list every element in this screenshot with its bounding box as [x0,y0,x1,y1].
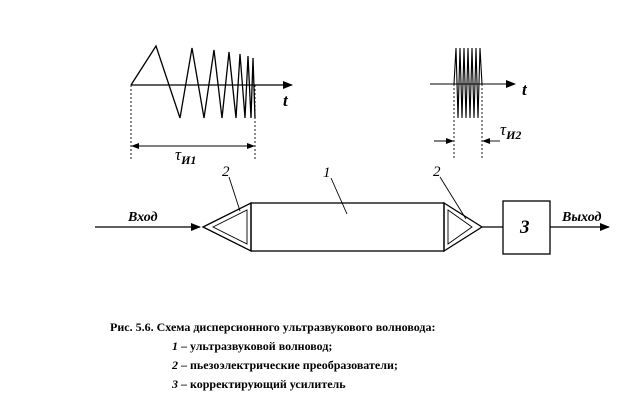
t-axis-label-left: t [283,91,289,110]
t-axis-label-right: t [522,80,528,99]
tau-1-label: τИ1 [175,145,196,167]
leader-label-2-left [228,176,241,212]
caption-item-3-text: – корректирующий усилитель [178,377,346,391]
caption-title: Рис. 5.6. Схема дисперсионного ультразву… [110,320,436,334]
ultrasonic-waveguide [250,202,445,252]
input-signal-group [130,44,293,160]
caption-item-3: 3 – корректирующий усилитель [110,375,610,394]
waveguide-device [95,176,610,255]
tau-1-symbol: τ [175,145,182,164]
caption-item-2: 2 – пьезоэлектрические преобразователи; [110,356,610,375]
label-1: 1 [323,165,331,181]
transducer-right [443,201,484,253]
compressed-waveform-right [453,47,483,119]
tau-2-symbol: τ [500,120,507,139]
label-2-left: 2 [222,164,230,180]
caption-item-3-num: 3 [172,377,178,391]
figure-caption: Рис. 5.6. Схема дисперсионного ультразву… [110,318,610,394]
leader-label-2-right [439,176,467,220]
output-label: Выход [561,210,602,225]
caption-item-2-num: 2 [172,358,178,372]
leader-label-1 [330,177,348,215]
transducer-left-inner [211,209,248,245]
label-2-right: 2 [433,164,441,180]
transducer-right-inner [447,209,473,245]
tau-2-label: τИ2 [500,120,521,142]
caption-item-1-num: 1 [172,339,178,353]
transducer-left [201,201,252,253]
tau-2-subscript: И2 [505,128,521,142]
label-3: 3 [519,217,530,238]
output-signal-group [430,47,516,160]
tau-1-subscript: И1 [180,153,196,167]
input-label: Вход [127,210,158,225]
caption-item-2-text: – пьезоэлектрические преобразователи; [178,358,398,372]
caption-item-1-text: – ультразвуковой волновод; [178,339,333,353]
chirp-waveform-left [130,44,256,119]
caption-item-1: 1 – ультразвуковой волновод; [110,337,610,356]
